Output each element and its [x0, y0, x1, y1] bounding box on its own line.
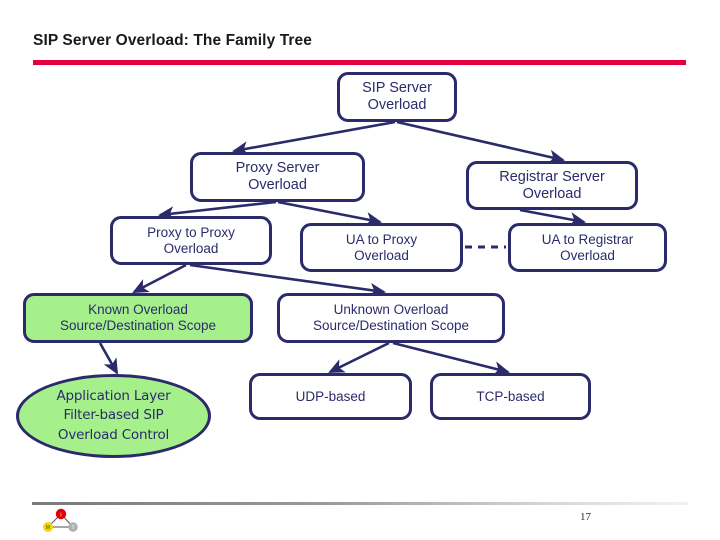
page-number: 17	[580, 511, 591, 523]
title-underline-rule	[33, 60, 686, 65]
node-sip-server-overload[interactable]: SIP Server Overload	[337, 72, 457, 122]
node-ua-to-proxy-overload[interactable]: UA to Proxy Overload	[300, 223, 463, 272]
node-line-2: Overload	[367, 97, 427, 113]
logo-label-t: T	[71, 525, 74, 531]
logo-label-m: M	[46, 525, 50, 531]
node-line-2: Source/Destination Scope	[312, 318, 470, 333]
node-line-2: Filter-based SIP	[63, 407, 164, 424]
logo-node-m	[43, 522, 53, 532]
node-line-2: Overload	[560, 247, 615, 263]
node-line-1: Known Overload	[88, 302, 188, 318]
page-title: SIP Server Overload: The Family Tree	[33, 32, 312, 49]
logo-label-i: I	[60, 512, 61, 518]
node-line-1: UDP-based	[295, 388, 366, 404]
edge-proxy-server-to-ua2p	[277, 200, 383, 227]
node-line-1: Registrar Server	[499, 168, 605, 185]
node-line-1: UA to Proxy	[345, 231, 418, 247]
node-line-1: TCP-based	[476, 388, 545, 404]
edge-unknown-to-udp	[328, 341, 390, 374]
node-line-2: Overload	[522, 185, 582, 202]
node-unknown-overload-scope[interactable]: Unknown Overload Source/Destination Scop…	[277, 293, 505, 343]
edge-known-to-appfilter	[98, 342, 119, 375]
node-line-1: UA to Registrar	[541, 231, 634, 247]
edge-proxy-server-to-p2p	[157, 200, 277, 221]
edge-unknown-to-tcp	[392, 341, 511, 376]
node-line-2: Overload	[354, 247, 409, 263]
node-line-3: Overload Control	[57, 426, 170, 443]
node-application-layer-filter-overload-control[interactable]: Application Layer Filter-based SIP Overl…	[16, 374, 211, 458]
node-line-2: Source/Destination Scope	[59, 318, 217, 333]
node-tcp-based[interactable]: TCP-based	[430, 373, 591, 420]
edge-p2p-to-known	[132, 263, 187, 294]
node-line-1: Application Layer	[56, 388, 171, 405]
footer-divider	[32, 502, 688, 505]
node-proxy-server-overload[interactable]: Proxy Server Overload	[190, 152, 365, 202]
node-line-2: Overload	[163, 240, 219, 256]
node-ua-to-registrar-overload[interactable]: UA to Registrar Overload	[508, 223, 667, 272]
node-line-1: SIP Server	[362, 80, 432, 97]
edge-registrar-server-to-ua2r	[519, 208, 587, 227]
edge-sip-to-registrar-server	[396, 120, 566, 164]
node-line-1: Proxy to Proxy	[147, 224, 235, 240]
node-registrar-server-overload[interactable]: Registrar Server Overload	[466, 161, 638, 210]
logo-node-i	[55, 508, 67, 520]
molecule-logo: I M T	[43, 508, 78, 532]
node-known-overload-scope[interactable]: Known Overload Source/Destination Scope	[23, 293, 253, 343]
node-line-2: Overload	[248, 177, 307, 193]
logo-node-t	[68, 522, 78, 532]
node-line-1: Proxy Server	[235, 160, 320, 177]
node-udp-based[interactable]: UDP-based	[249, 373, 412, 420]
node-line-1: Unknown Overload	[333, 302, 449, 318]
edge-sip-to-proxy-server	[231, 120, 396, 156]
node-proxy-to-proxy-overload[interactable]: Proxy to Proxy Overload	[110, 216, 272, 265]
